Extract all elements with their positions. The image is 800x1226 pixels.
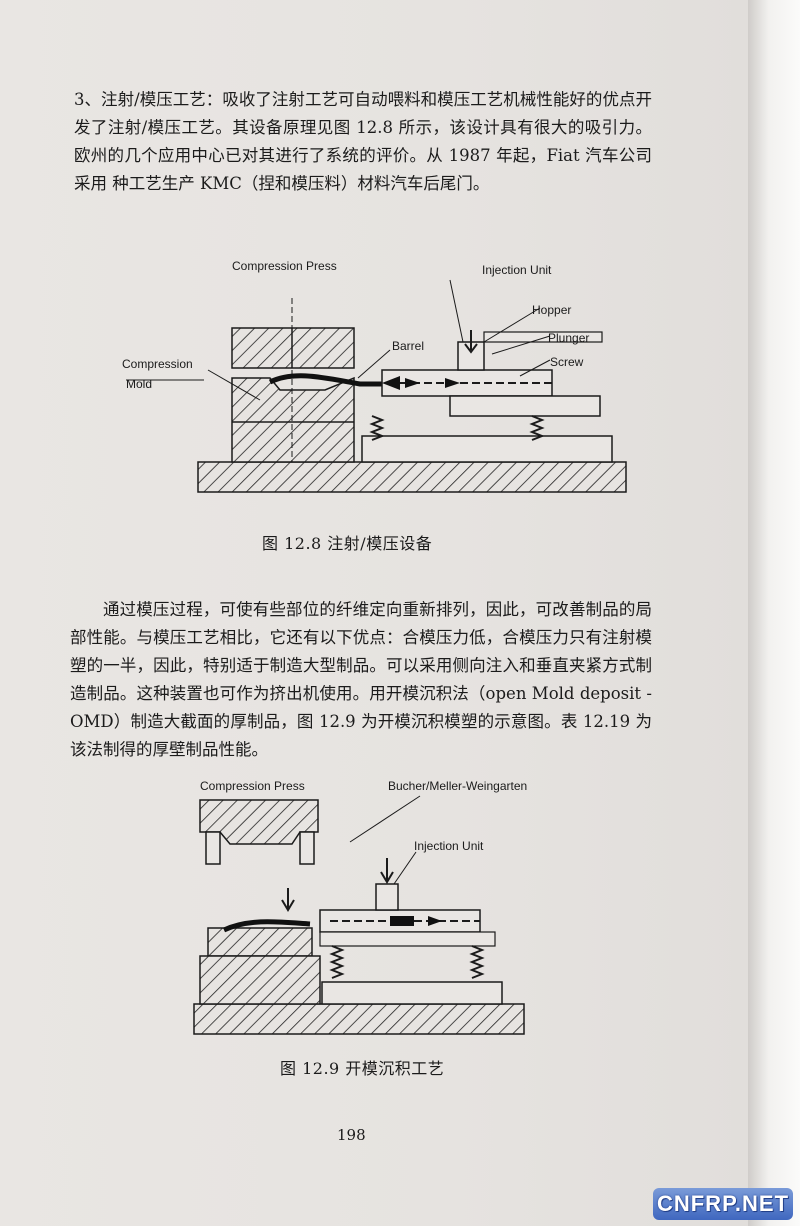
label-plunger: Plunger xyxy=(548,331,589,345)
spring-left xyxy=(329,945,345,979)
lower-mold-base xyxy=(199,955,321,1005)
label-injection-unit: Injection Unit xyxy=(414,839,484,853)
plunger-arrow xyxy=(464,330,478,354)
figure-12-9-caption: 图 12.9 开模沉积工艺 xyxy=(280,1059,445,1078)
spring-right xyxy=(529,415,545,441)
figure-12-9-diagram: Compression Press Bucher/Meller-Weingart… xyxy=(193,779,527,1035)
spring-right xyxy=(469,945,485,979)
upper-mold xyxy=(231,327,355,369)
label-compression-press: Compression Press xyxy=(232,259,337,273)
label-hopper: Hopper xyxy=(532,303,571,317)
melt-flow xyxy=(268,373,382,387)
deposited-charge xyxy=(222,919,311,933)
label-compression-press: Compression Press xyxy=(200,779,305,793)
lower-mold xyxy=(231,376,355,463)
injection-unit-housing xyxy=(449,395,601,417)
label-manufacturer: Bucher/Meller-Weingarten xyxy=(388,779,527,793)
page-number: 198 xyxy=(337,1126,366,1144)
paragraph-injection-compression: 3、注射/模压工艺：吸收了注射工艺可自动喂料和模压工艺机械性能好的优点开发了注射… xyxy=(74,90,652,193)
lower-mold-top xyxy=(207,927,313,957)
base-floor xyxy=(197,461,627,493)
label-screw: Screw xyxy=(550,355,584,369)
figure-12-8-diagram: Compression Press Injection Unit Hopper … xyxy=(122,259,627,493)
site-watermark-logo: CNFRP.NET xyxy=(653,1188,793,1220)
label-barrel: Barrel xyxy=(392,339,424,353)
label-injection-unit: Injection Unit xyxy=(482,263,552,277)
figure-12-8-caption: 图 12.8 注射/模压设备 xyxy=(262,534,433,553)
paragraph-omd-process: 通过模压过程，可使有些部位的纤维定向重新排列，因此，可改善制品的局部性能。与模压… xyxy=(70,600,652,759)
hopper xyxy=(375,883,399,911)
base-floor xyxy=(193,1003,525,1035)
book-spine-edge xyxy=(748,0,800,1226)
spring-left xyxy=(369,415,385,441)
label-compression: Compression xyxy=(122,357,193,371)
label-mold: Mold xyxy=(126,377,152,391)
